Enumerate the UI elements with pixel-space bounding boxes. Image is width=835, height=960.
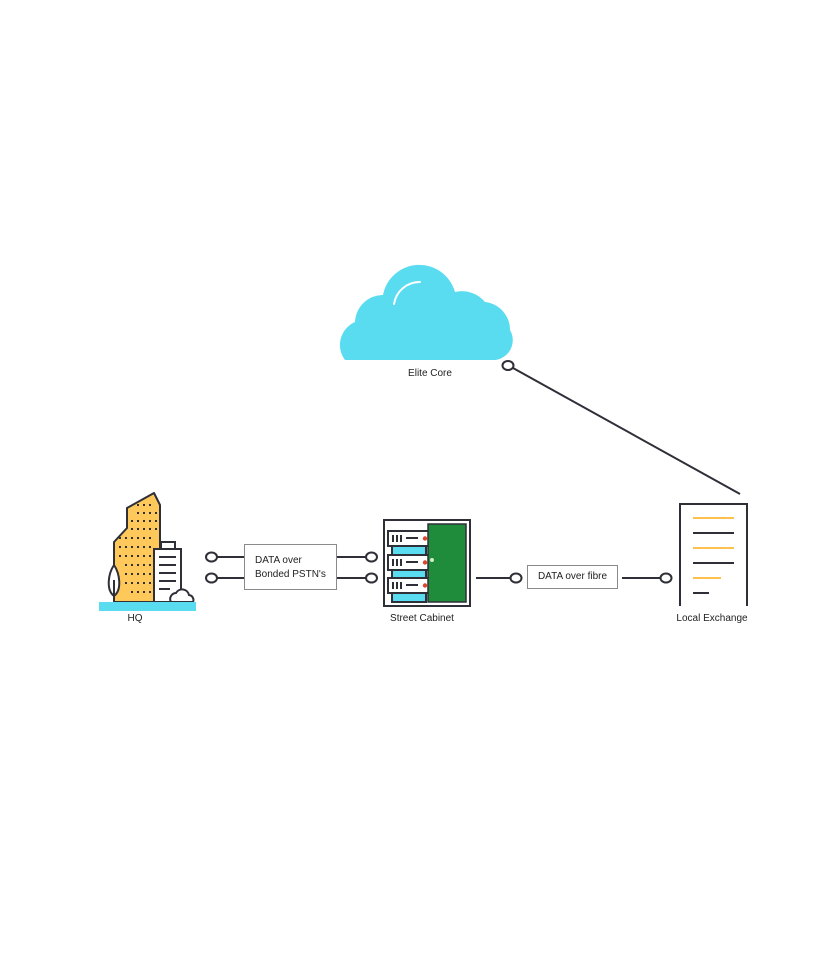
node-label-hq: HQ [127,613,143,624]
link-label-line-1: DATA over [255,555,302,566]
server-cabinet-icon [383,519,471,607]
cabinet-to-exchange-link [476,572,673,584]
office-buildings-icon [99,492,196,611]
node-label-street-cabinet: Street Cabinet [390,613,454,624]
node-label-local-exchange: Local Exchange [676,613,748,624]
link-label-bonded-pstn: DATA over Bonded PSTN's [244,544,337,590]
link-label-line-2: Bonded PSTN's [255,569,326,580]
link-label-fibre: DATA over fibre [527,565,618,589]
document-icon [679,503,748,606]
hq-to-cabinet-link [205,551,378,584]
node-label-elite-core: Elite Core [408,368,452,379]
core-to-exchange-link [501,360,741,495]
cloud-icon [339,264,513,360]
